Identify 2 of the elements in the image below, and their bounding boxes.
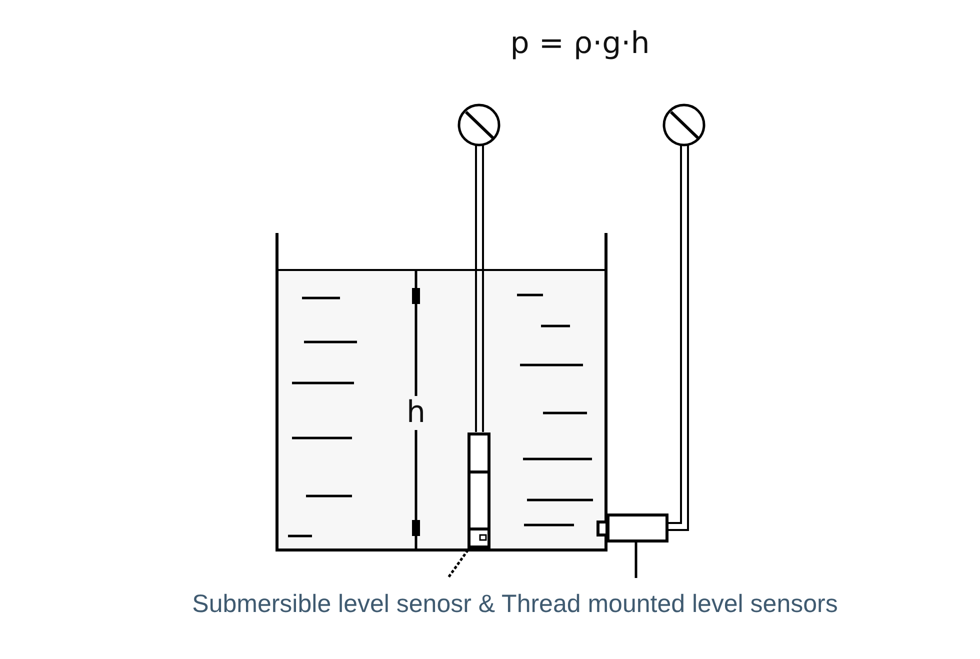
caption: Submersible level senosr & Thread mounted level sensors <box>191 590 839 619</box>
formula: p = ρ·g·h <box>509 26 651 61</box>
